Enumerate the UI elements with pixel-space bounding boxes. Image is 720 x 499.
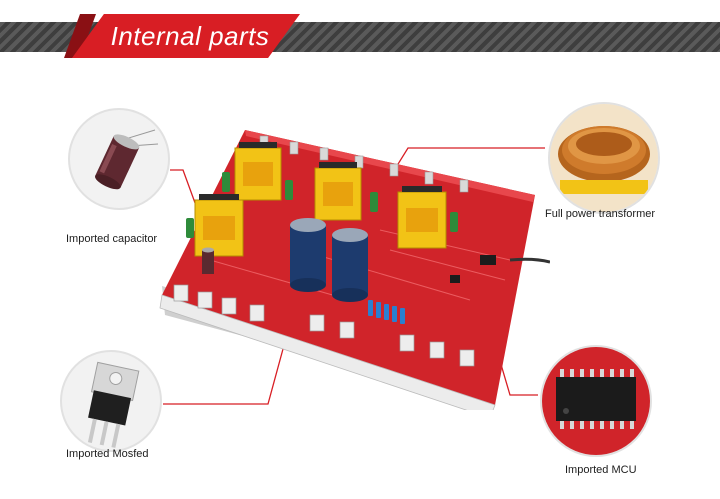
- mosfets: [173, 284, 475, 367]
- callout-transformer: [548, 102, 660, 214]
- header-banner: Internal parts: [0, 0, 720, 70]
- page-title: Internal parts: [110, 21, 270, 51]
- banner-tag: [72, 14, 300, 58]
- transformers: [194, 142, 447, 257]
- circuit-board: [159, 130, 550, 410]
- label-transformer: Full power transformer: [545, 208, 656, 220]
- callout-capacitor: [68, 108, 170, 210]
- capacitor-icon: [94, 129, 159, 190]
- transformer-coil-icon: [550, 104, 658, 212]
- bulk-capacitors: [290, 218, 368, 302]
- label-mosfet: Imported Mosfed: [66, 448, 149, 460]
- heatsink-strip: [159, 294, 496, 410]
- mcu-chip-icon: [542, 347, 650, 455]
- label-capacitor: Imported capacitor: [66, 233, 158, 245]
- label-mcu: Imported MCU: [565, 464, 637, 476]
- callout-mosfet: [60, 350, 162, 452]
- callout-mcu: [540, 345, 652, 457]
- mosfet-icon: [87, 361, 140, 448]
